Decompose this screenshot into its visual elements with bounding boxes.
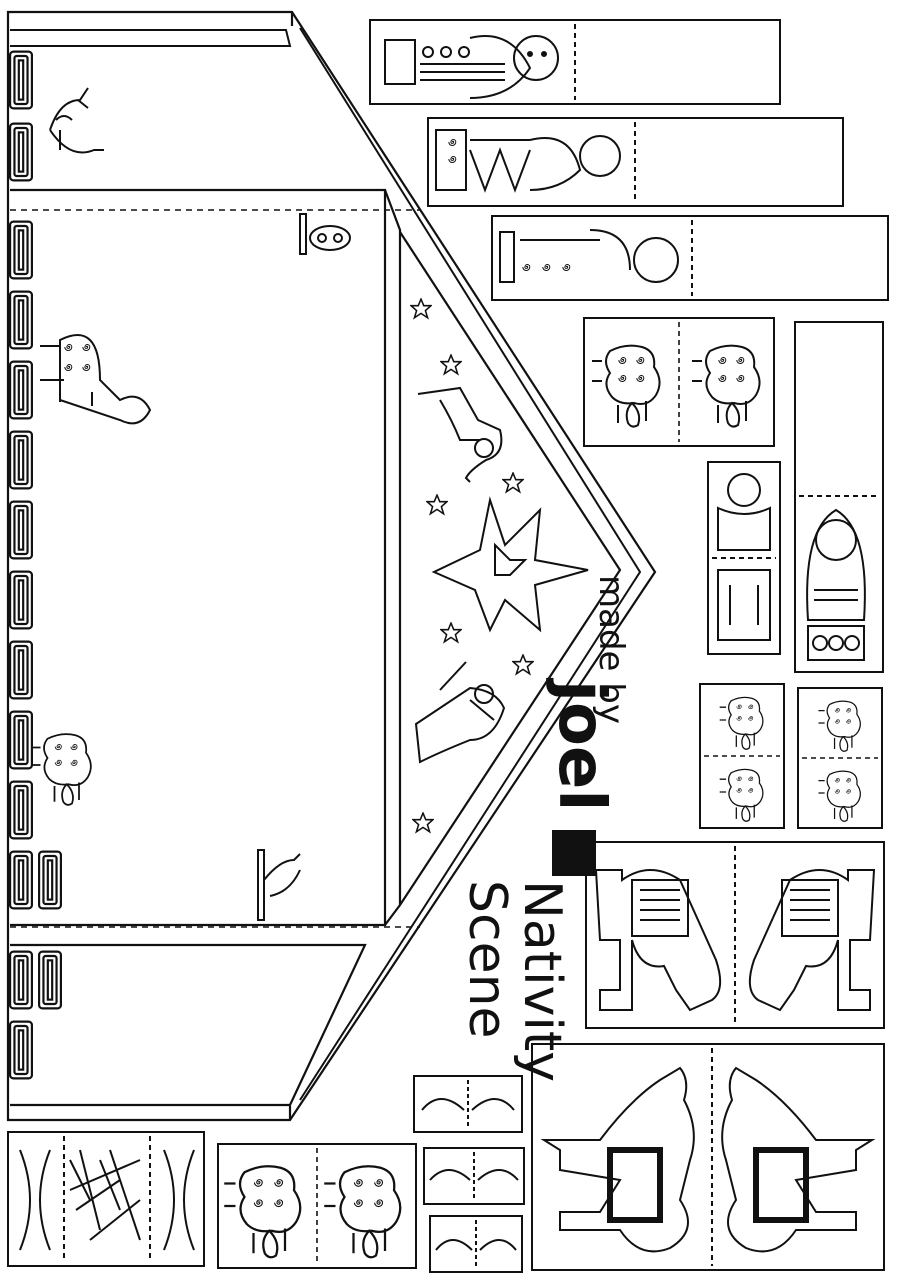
sheep-pair-large [583, 317, 775, 447]
roof-triangle-art [410, 298, 589, 833]
sheep-small-a [699, 683, 785, 829]
joel-logo-text: joel [544, 677, 618, 811]
title-line-1: Nativity [512, 880, 572, 1082]
title-line-2: Scene [457, 880, 517, 1039]
goat-icon [40, 334, 152, 425]
angel-icon [417, 386, 503, 483]
rooster-icon [49, 87, 104, 154]
bird-tab-2 [423, 1147, 525, 1205]
wise-man-2-strip [427, 117, 844, 207]
mary-strip [794, 321, 884, 673]
bethlehem-star-icon [431, 496, 589, 633]
camel-piece [531, 1043, 885, 1271]
bird-tab-1 [413, 1075, 523, 1133]
wise-man-3-strip [491, 215, 889, 301]
angel-icon [414, 661, 506, 764]
scene-title: Scene [457, 880, 517, 1039]
sheep-small-b [797, 687, 883, 829]
made-by-label: made by [591, 575, 631, 724]
baby-jesus-strip [707, 461, 781, 655]
bird-tab-3 [429, 1215, 523, 1273]
stable-backdrop [6, 10, 657, 1122]
brand-name: joel [544, 677, 618, 876]
sheep-icon [32, 734, 91, 805]
bird-on-perch-icon [257, 849, 301, 921]
owl-icon [299, 213, 351, 255]
joel-logo-mark [552, 830, 596, 876]
sheep-pair-bottom [217, 1143, 417, 1269]
nativity-title: Nativity [512, 880, 572, 1082]
manger-piece [7, 1131, 205, 1267]
wise-man-1-strip [369, 19, 781, 105]
branding: made by [591, 575, 631, 724]
donkey-piece [585, 841, 885, 1029]
